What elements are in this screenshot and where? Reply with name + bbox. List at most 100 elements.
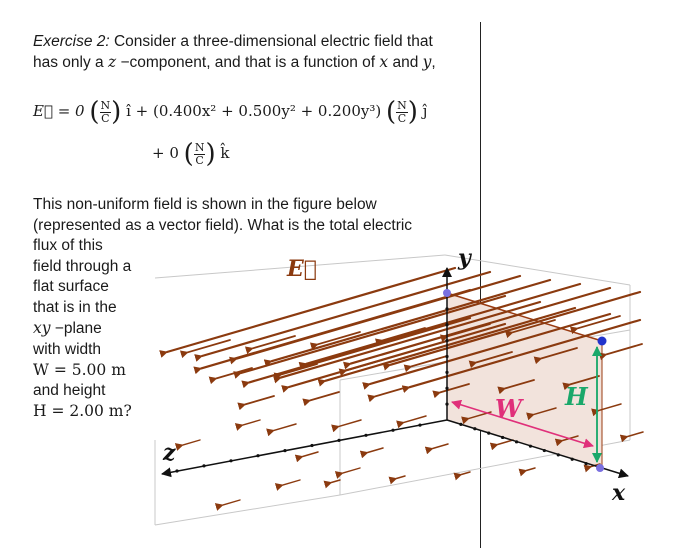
side-line: flat surface (33, 278, 109, 295)
var-y: y (422, 53, 432, 71)
side-line: flux of this (33, 237, 103, 254)
field-arrow (591, 403, 622, 417)
field-arrow (331, 419, 362, 433)
intro-paragraph: Exercise 2: Consider a three-dimensional… (33, 31, 436, 73)
field-arrow (323, 479, 341, 489)
i-hat-term: î + (126, 102, 149, 120)
axis-tick (445, 339, 449, 343)
axis-tick (256, 454, 260, 458)
intro-line-1: Consider a three-dimensional electric fi… (113, 33, 433, 50)
field-arrow (432, 383, 470, 399)
field-arrow (179, 339, 231, 359)
field-arrow (342, 286, 612, 370)
field-arrows (159, 266, 644, 511)
label-y: y (457, 245, 473, 271)
corner-point-xy (597, 336, 607, 346)
field-arrow (317, 306, 577, 387)
column-divider (480, 22, 481, 548)
field-arrow (174, 439, 201, 451)
field-arrow (533, 347, 578, 365)
field-arrow (569, 315, 621, 335)
field-arrow (439, 323, 491, 343)
axis-tick (364, 433, 368, 437)
axis-tick (175, 469, 179, 473)
field-arrow (338, 359, 383, 377)
axis-tick (283, 449, 287, 453)
label-x: x (611, 480, 626, 506)
axis-tick (542, 448, 546, 453)
axis-tick (445, 386, 449, 390)
field-arrow (298, 282, 582, 370)
field-arrow (309, 331, 361, 351)
field-arrow (598, 343, 643, 361)
field-arrow (489, 439, 514, 451)
field-arrow (562, 375, 600, 391)
side-line: and height (33, 381, 106, 399)
plus-zero-term: + 0 (152, 144, 179, 162)
field-arrow (272, 300, 542, 384)
axis-tick (445, 402, 449, 406)
axis-tick (229, 459, 233, 463)
field-arrow (233, 294, 507, 379)
axis-tick (584, 462, 588, 466)
field-arrow (359, 447, 384, 459)
field-arrow (518, 467, 536, 477)
width-value: W = 5.00 m (33, 361, 126, 379)
axis-tick (310, 443, 314, 448)
axis-tick (445, 370, 449, 374)
axis-tick (459, 422, 463, 426)
axis-tick (445, 354, 449, 359)
field-arrow (244, 335, 296, 355)
width-arrow (451, 399, 594, 449)
var-xy: xy (33, 319, 51, 337)
field-arrow (401, 318, 642, 394)
var-x: x (379, 53, 389, 71)
intro-text: , (431, 54, 436, 71)
field-arrow (237, 395, 275, 411)
body-line-1: This non-uniform field is shown in the f… (33, 196, 377, 213)
field-arrow (468, 351, 513, 369)
field-arrow (302, 391, 340, 407)
intro-text: and (388, 54, 423, 71)
intro-text: has only a (33, 54, 108, 71)
field-arrow (193, 288, 472, 375)
side-line: field through a (33, 257, 132, 275)
side-line: −plane (50, 320, 102, 337)
field-arrow (273, 363, 318, 381)
field-arrow (453, 471, 471, 481)
corner-point-y (443, 289, 451, 297)
field-arrow (388, 475, 406, 485)
corner-point-x (596, 464, 604, 472)
field-arrow (374, 327, 426, 347)
label-E: E⃗ (286, 256, 317, 282)
field-arrow (382, 290, 642, 371)
field-arrow (159, 266, 457, 358)
field-arrow (214, 499, 241, 511)
axis-tick (514, 440, 519, 444)
field-arrow (294, 451, 319, 463)
exercise-title: Exercise 2: (33, 33, 110, 50)
field-arrow (504, 319, 556, 339)
equation-lhs: E⃗ = 0 (33, 102, 85, 120)
axis-tick (418, 423, 422, 427)
z-axis (161, 419, 448, 478)
field-arrow (334, 467, 361, 479)
axis-tick (528, 444, 533, 448)
label-W: W (495, 394, 524, 423)
field-arrow (194, 270, 492, 362)
axis-tick (445, 307, 449, 311)
axis-tick (501, 435, 505, 440)
field-arrow (281, 322, 507, 393)
field-arrow (424, 443, 449, 455)
axis-tick (445, 323, 449, 327)
field-arrow (403, 355, 448, 373)
side-line: with width (33, 340, 102, 358)
label-z: z (162, 440, 176, 466)
axis-tick (570, 457, 574, 461)
field-arrow (234, 419, 261, 431)
field-arrow (619, 431, 644, 443)
field-arrow (266, 423, 297, 437)
